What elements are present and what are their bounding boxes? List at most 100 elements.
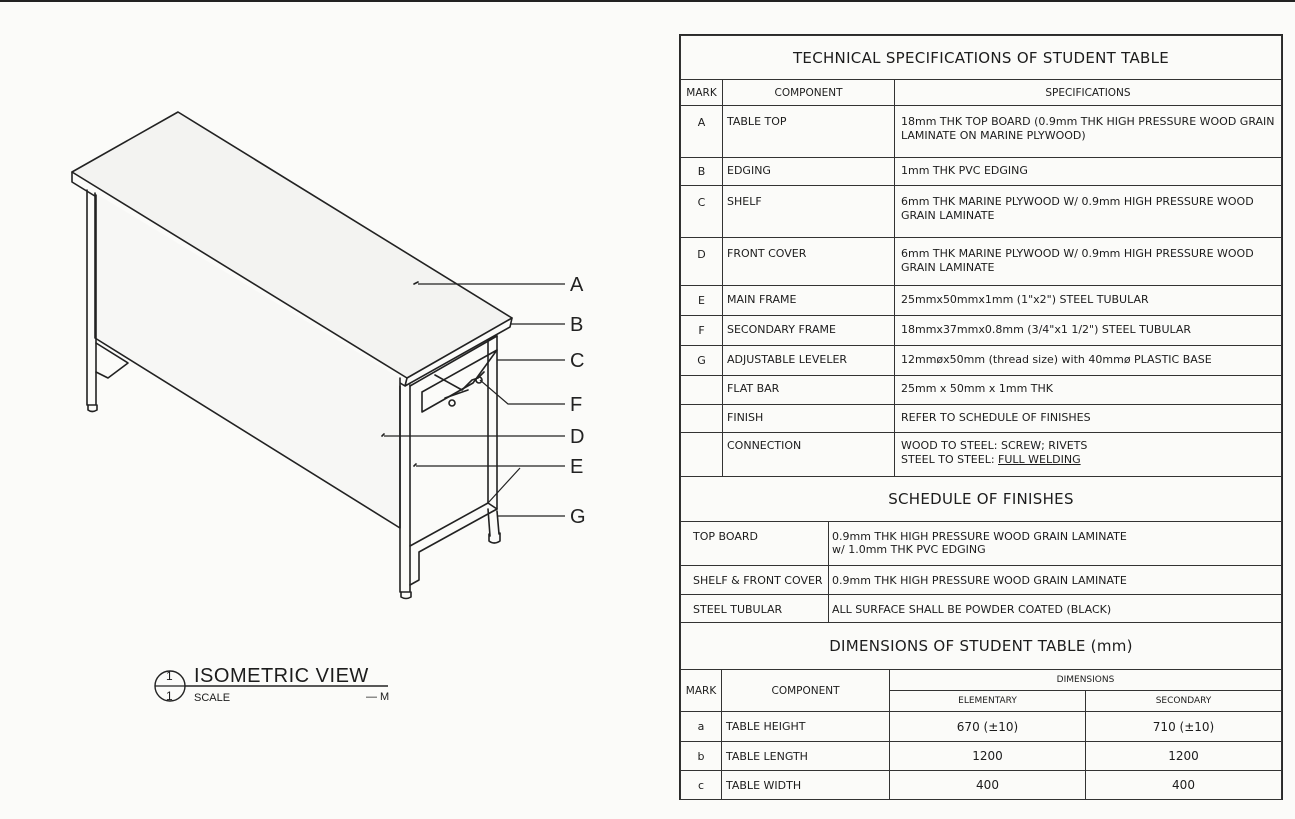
row-mark: C [680, 185, 723, 238]
row-spec: 6mm THK MARINE PLYWOOD W/ 0.9mm HIGH PRE… [894, 237, 1282, 286]
row-component: FINISH [722, 404, 895, 433]
row-component: MAIN FRAME [722, 285, 895, 316]
row-mark [680, 375, 723, 405]
row-component: CONNECTION [722, 432, 895, 477]
view-title-block: 1 1 ISOMETRIC VIEW SCALE — M [148, 662, 398, 712]
dim-header-dimensions: DIMENSIONS [889, 669, 1282, 691]
back-leg-lower [487, 508, 500, 537]
row-mark: A [680, 105, 723, 158]
connection-line-2-prefix: STEEL TO STEEL: [901, 452, 999, 466]
spec-sheet: TECHNICAL SPECIFICATIONS OF STUDENT TABL… [679, 34, 1283, 800]
callout-a: A [570, 274, 584, 296]
dim-header-mark: MARK [680, 669, 722, 712]
row-spec: 25mmx50mmx1mm (1"x2") STEEL TUBULAR [894, 285, 1282, 316]
row-mark: B [680, 157, 723, 186]
bottom-frame [409, 502, 498, 586]
back-foot [488, 532, 501, 544]
dimensions-title: DIMENSIONS OF STUDENT TABLE (mm) [680, 622, 1282, 670]
col-header-mark: MARK [680, 79, 723, 106]
left-leg [86, 189, 97, 406]
row-component: FLAT BAR [722, 375, 895, 405]
row-spec: 18mmx37mmx0.8mm (3/4"x1 1/2") STEEL TUBU… [894, 315, 1282, 346]
table-row: b TABLE LENGTH 1200 1200 [680, 741, 1282, 771]
callout-f: F [570, 394, 583, 416]
dim-header-secondary: SECONDARY [1085, 690, 1282, 712]
callout-c: C [570, 350, 585, 372]
shelf-bracket [434, 371, 485, 391]
front-right-leg [399, 384, 411, 593]
table-row: SHELF & FRONT COVER 0.9mm THK HIGH PRESS… [680, 565, 1282, 595]
dim-component: TABLE LENGTH [721, 741, 890, 771]
row-component: ADJUSTABLE LEVELER [722, 345, 895, 376]
view-number: 1 [166, 669, 173, 683]
table-row: B EDGING 1mm THK PVC EDGING [680, 157, 1282, 186]
row-component: EDGING [722, 157, 895, 186]
row-spec: REFER TO SCHEDULE OF FINISHES [894, 404, 1282, 433]
table-row: A TABLE TOP 18mm THK TOP BOARD (0.9mm TH… [680, 105, 1282, 158]
table-row: E MAIN FRAME 25mmx50mmx1mm (1"x2") STEEL… [680, 285, 1282, 316]
table-row: FLAT BAR 25mm x 50mm x 1mm THK [680, 375, 1282, 405]
finish-value: 0.9mm THK HIGH PRESSURE WOOD GRAIN LAMIN… [828, 565, 1282, 595]
finishes-title: SCHEDULE OF FINISHES [680, 476, 1282, 522]
row-spec: WOOD TO STEEL: SCREW; RIVETS STEEL TO ST… [894, 432, 1282, 477]
row-mark [680, 432, 723, 477]
row-component: TABLE TOP [722, 105, 895, 158]
scale-label: SCALE [194, 692, 231, 704]
shelf-bracket-2 [444, 389, 469, 399]
callout-b: B [570, 314, 584, 336]
row-spec: 18mm THK TOP BOARD (0.9mm THK HIGH PRESS… [894, 105, 1282, 158]
scale-value: — M [366, 691, 390, 703]
finish-item: TOP BOARD [680, 521, 829, 566]
finish-value: 0.9mm THK HIGH PRESSURE WOOD GRAIN LAMIN… [828, 521, 1282, 566]
table-row: G ADJUSTABLE LEVELER 12mmøx50mm (thread … [680, 345, 1282, 376]
dim-elementary: 1200 [889, 741, 1086, 771]
table-row: D FRONT COVER 6mm THK MARINE PLYWOOD W/ … [680, 237, 1282, 286]
finish-value: ALL SURFACE SHALL BE POWDER COATED (BLAC… [828, 594, 1282, 623]
callout-d: D [570, 426, 585, 448]
dim-elementary: 670 (±10) [889, 711, 1086, 742]
view-title-symbol [154, 670, 388, 702]
table-row: F SECONDARY FRAME 18mmx37mmx0.8mm (3/4"x… [680, 315, 1282, 346]
left-frame [95, 342, 129, 379]
finish-item: STEEL TUBULAR [680, 594, 829, 623]
table-row: a TABLE HEIGHT 670 (±10) 710 (±10) [680, 711, 1282, 742]
dim-component: TABLE HEIGHT [721, 711, 890, 742]
row-mark: E [680, 285, 723, 316]
left-foot [87, 404, 98, 413]
view-title: ISOMETRIC VIEW [194, 665, 369, 687]
connection-line-2: STEEL TO STEEL: FULL WELDING [901, 453, 1275, 467]
finish-value-line-2: w/ 1.0mm THK PVC EDGING [832, 543, 986, 557]
schedule-of-finishes-table: SCHEDULE OF FINISHES TOP BOARD 0.9mm THK… [680, 476, 1282, 623]
callout-e: E [570, 456, 584, 478]
dim-secondary: 400 [1085, 770, 1282, 800]
callout-g: G [570, 506, 586, 528]
spec-table-title: TECHNICAL SPECIFICATIONS OF STUDENT TABL… [680, 35, 1282, 80]
row-component: SECONDARY FRAME [722, 315, 895, 346]
row-component: SHELF [722, 185, 895, 238]
dim-mark: c [680, 770, 722, 800]
isometric-table-drawing [71, 111, 565, 600]
finish-item: SHELF & FRONT COVER [680, 565, 829, 595]
connection-line-1: WOOD TO STEEL: SCREW; RIVETS [901, 439, 1088, 452]
row-mark: G [680, 345, 723, 376]
table-row: CONNECTION WOOD TO STEEL: SCREW; RIVETS … [680, 432, 1282, 477]
dim-secondary: 1200 [1085, 741, 1282, 771]
dim-header-elementary: ELEMENTARY [889, 690, 1086, 712]
dimensions-table: DIMENSIONS OF STUDENT TABLE (mm) MARK CO… [680, 622, 1282, 800]
dim-mark: b [680, 741, 722, 771]
table-row: STEEL TUBULAR ALL SURFACE SHALL BE POWDE… [680, 594, 1282, 623]
row-component: FRONT COVER [722, 237, 895, 286]
sheet-number: 1 [166, 689, 173, 703]
row-spec: 1mm THK PVC EDGING [894, 157, 1282, 186]
table-row: TOP BOARD 0.9mm THK HIGH PRESSURE WOOD G… [680, 521, 1282, 566]
row-spec: 25mm x 50mm x 1mm THK [894, 375, 1282, 405]
row-spec: 12mmøx50mm (thread size) with 40mmø PLAS… [894, 345, 1282, 376]
table-row: FINISH REFER TO SCHEDULE OF FINISHES [680, 404, 1282, 433]
dim-secondary: 710 (±10) [1085, 711, 1282, 742]
row-mark [680, 404, 723, 433]
row-mark: F [680, 315, 723, 346]
row-mark: D [680, 237, 723, 286]
dim-component: TABLE WIDTH [721, 770, 890, 800]
col-header-component: COMPONENT [722, 79, 895, 106]
technical-specifications-table: TECHNICAL SPECIFICATIONS OF STUDENT TABL… [680, 35, 1282, 477]
